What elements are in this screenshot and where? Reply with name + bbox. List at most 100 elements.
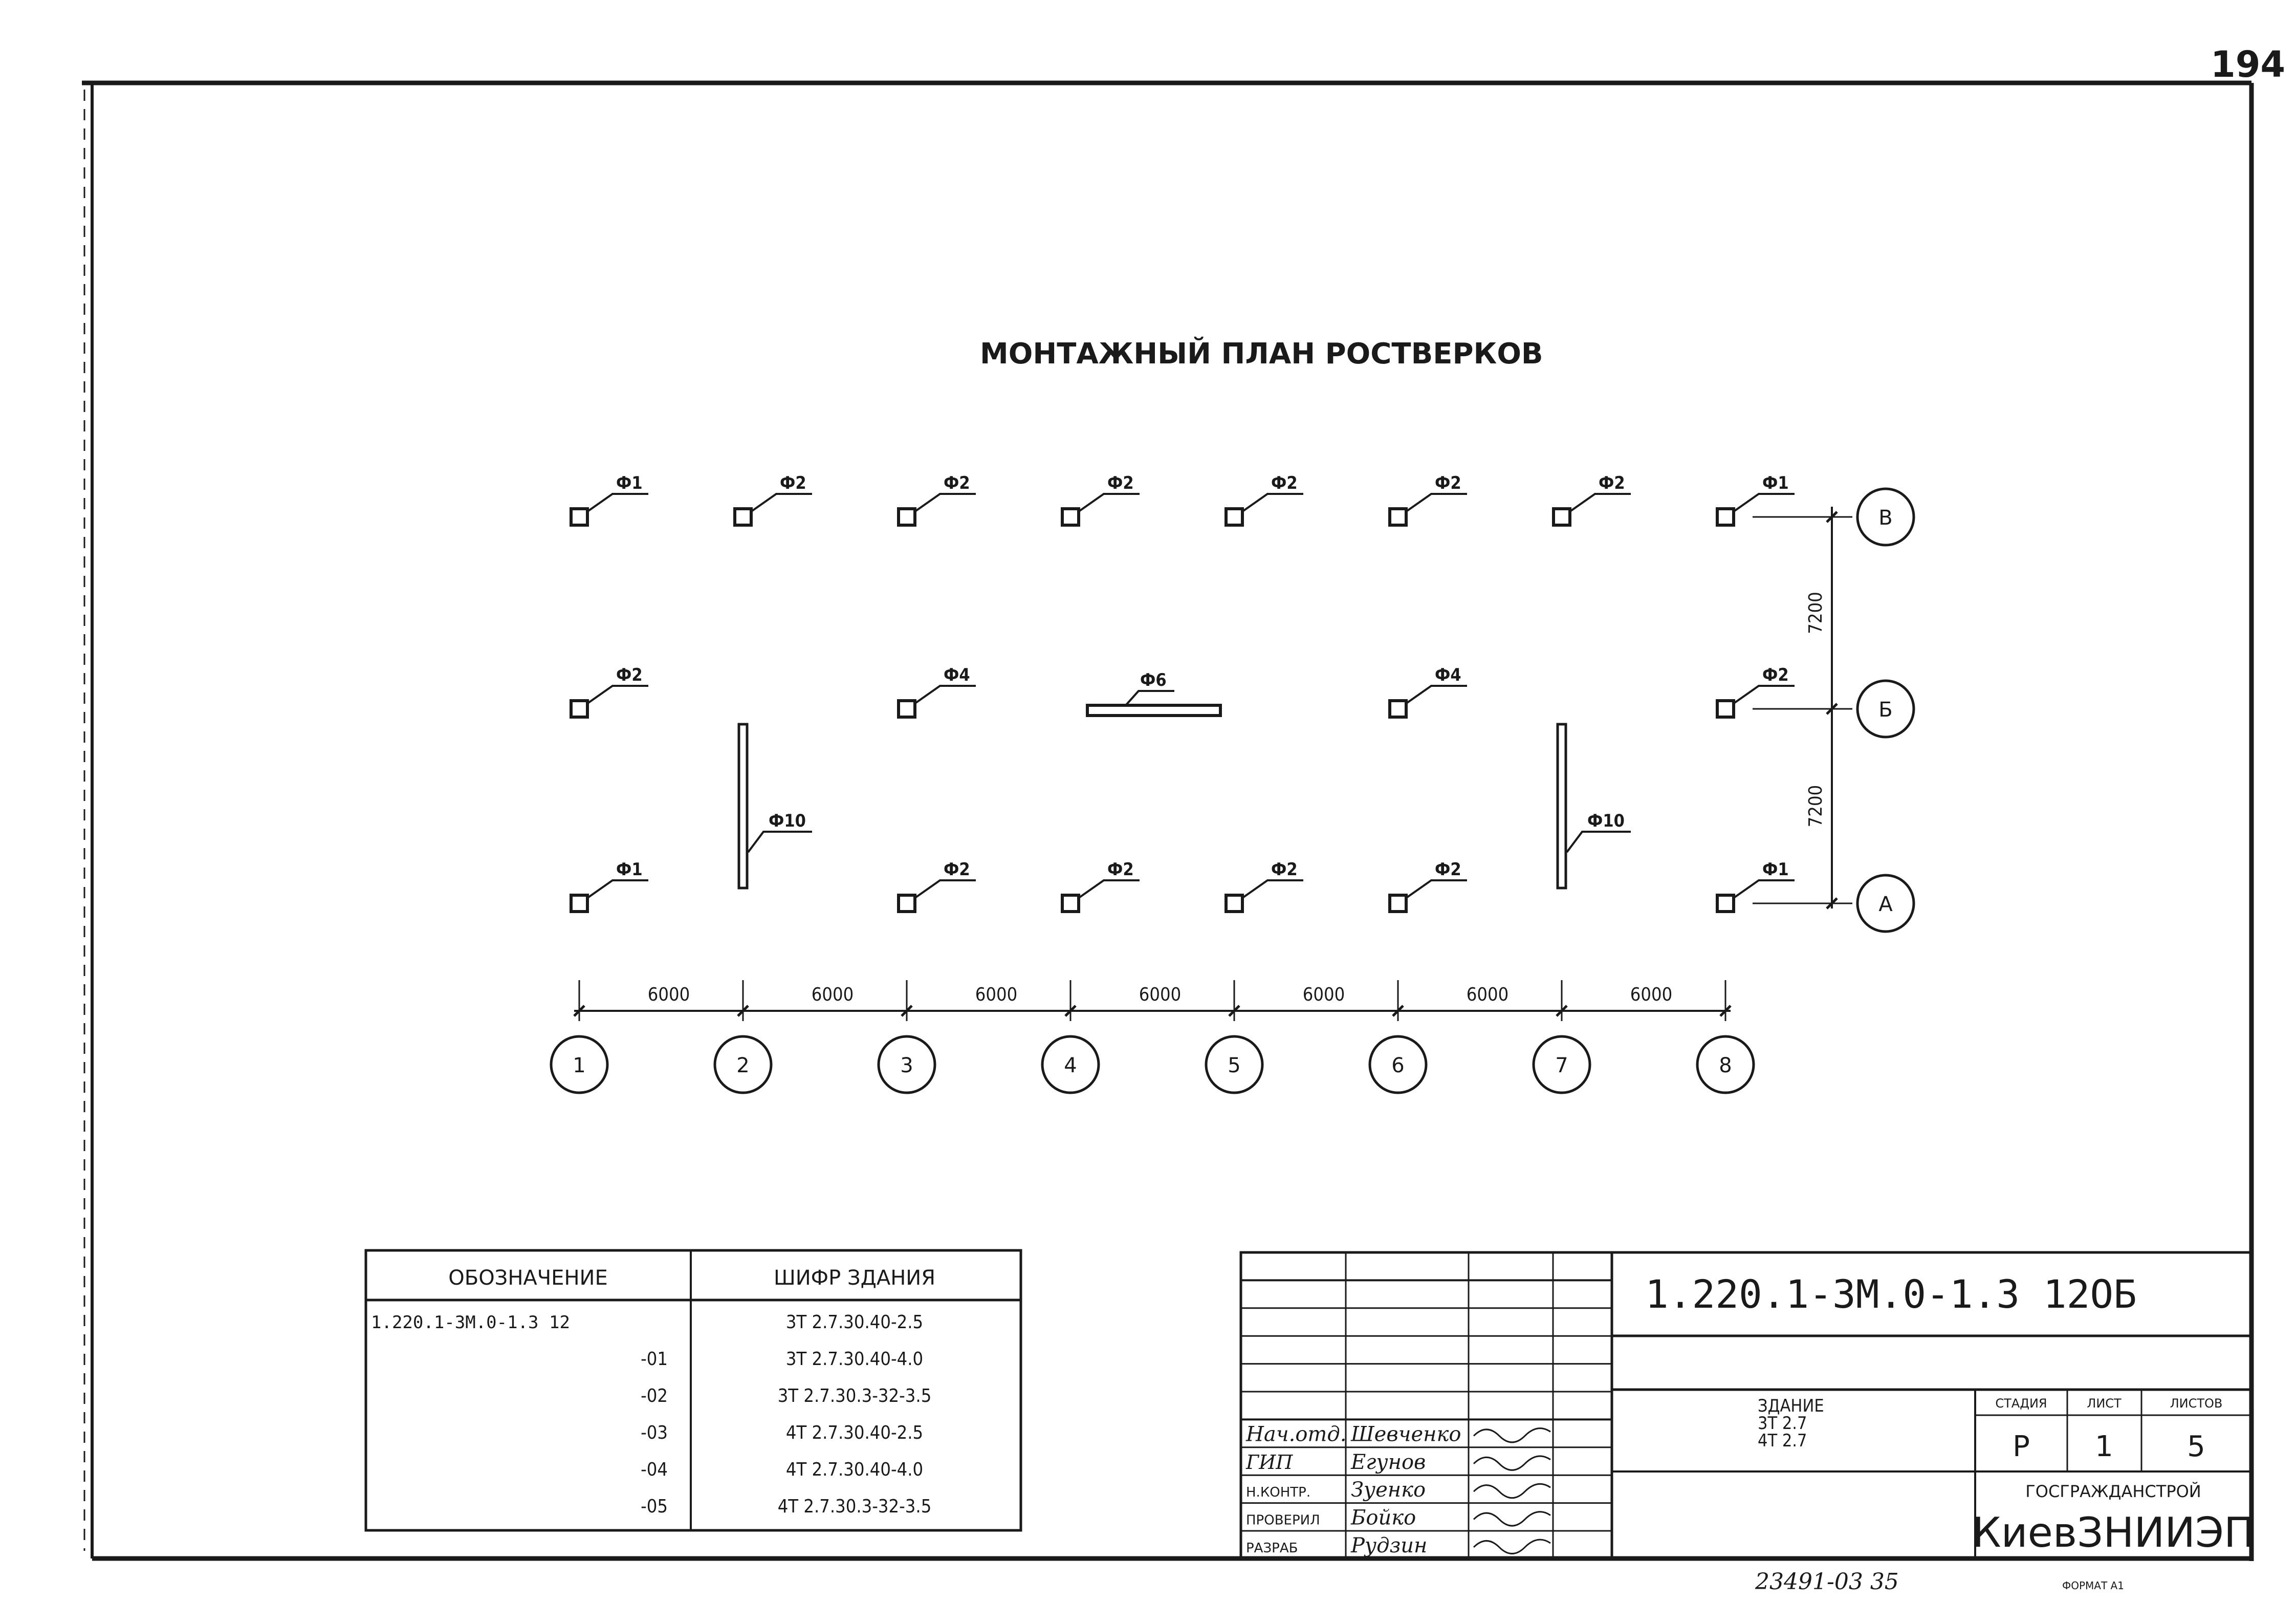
footing-bottom-4-label: Ф2 bbox=[1271, 859, 1298, 880]
footing-middle-1-label: Ф2 bbox=[616, 665, 643, 685]
dimension-tick-x-5 bbox=[1228, 1005, 1240, 1017]
signature-role-1: Нач.отд. bbox=[1245, 1422, 1346, 1446]
span-x-6: 6000 bbox=[1467, 984, 1508, 1005]
axis-label-8: 8 bbox=[1719, 1054, 1732, 1077]
footing-bottom-6-leader bbox=[1734, 879, 1795, 898]
dimension-tick-y-3 bbox=[1826, 897, 1838, 910]
axis-bubble-2 bbox=[713, 1035, 773, 1094]
signature-role-2: ГИП bbox=[1245, 1451, 1293, 1474]
handwritten-signature-1 bbox=[1473, 1427, 1551, 1443]
building-cipher-3: 3Т 2.7.30.3-32-3.5 bbox=[778, 1385, 932, 1406]
footing-middle-4-leader bbox=[1734, 685, 1795, 704]
footing-bottom-2 bbox=[897, 894, 916, 913]
span-x-3: 6000 bbox=[975, 984, 1017, 1005]
dimension-tick-x-1 bbox=[573, 1005, 585, 1017]
stage-value: Р bbox=[2013, 1430, 2030, 1463]
footing-top-3 bbox=[897, 507, 916, 527]
org-parent: ГОСГРАЖДАНСТРОЙ bbox=[2025, 1482, 2201, 1501]
axis-label-5: 5 bbox=[1228, 1054, 1240, 1077]
axis-label-7: 7 bbox=[1555, 1054, 1568, 1077]
footing-top-6-leader bbox=[1406, 493, 1467, 512]
axis-bubble-В bbox=[1856, 487, 1915, 547]
footing-top-7-leader bbox=[1570, 493, 1631, 512]
designation-rows: 1.220.1-3М.0-1.3 12 3Т 2.7.30.40-2.5 -01 3Т… bbox=[371, 1312, 931, 1517]
footing-bottom-5 bbox=[1388, 894, 1408, 913]
signature-name-1: Шевченко bbox=[1350, 1422, 1461, 1446]
axis-bubble-7 bbox=[1532, 1035, 1591, 1094]
designation-code-6: -05 bbox=[641, 1496, 668, 1517]
sheets-value: 5 bbox=[2187, 1430, 2205, 1463]
footing-bottom-1-label: Ф1 bbox=[616, 859, 643, 880]
org-name: КиевЗНИИЭП bbox=[1972, 1509, 2255, 1556]
footing-middle-4 bbox=[1716, 699, 1735, 719]
building-title: ЗДАНИЕ bbox=[1758, 1396, 1824, 1416]
stage-header: СТАДИЯ bbox=[1995, 1396, 2047, 1411]
designation-code-4: -03 bbox=[641, 1422, 668, 1443]
dimension-tick-x-2 bbox=[737, 1005, 749, 1017]
building-cipher-1: 3Т 2.7.30.40-2.5 bbox=[786, 1312, 923, 1333]
span-x-1: 6000 bbox=[648, 984, 690, 1005]
grade-beam-f6 bbox=[1086, 704, 1222, 717]
axis-label-3: 3 bbox=[900, 1054, 913, 1077]
footer-archive-number: 23491-03 35 bbox=[1755, 1569, 1899, 1595]
axis-bubble-1 bbox=[550, 1035, 609, 1094]
span-x-4: 6000 bbox=[1139, 984, 1181, 1005]
footing-middle-4-label: Ф2 bbox=[1762, 665, 1789, 685]
footing-bottom-2-leader bbox=[915, 879, 976, 898]
axis-label-4: 4 bbox=[1064, 1054, 1077, 1077]
corner-sheet-number: 194 bbox=[2211, 44, 2285, 85]
axis-bubble-4 bbox=[1041, 1035, 1100, 1094]
footing-top-5-leader bbox=[1242, 493, 1303, 512]
footing-top-2-leader bbox=[751, 493, 812, 512]
signature-name-2: Егунов bbox=[1350, 1451, 1426, 1474]
axis-label-1: 1 bbox=[573, 1054, 585, 1077]
drawing-title: МОНТАЖНЫЙ ПЛАН РОСТВЕРКОВ bbox=[980, 337, 1543, 371]
footing-top-3-label: Ф2 bbox=[944, 473, 970, 493]
wall-footing-1-leader bbox=[747, 831, 812, 853]
dimension-tick-y-2 bbox=[1826, 703, 1838, 715]
footing-middle-1-leader bbox=[587, 685, 648, 704]
grade-beam-f6-label: Ф6 bbox=[1140, 670, 1167, 690]
signature-name-5: Рудзин bbox=[1350, 1534, 1427, 1557]
footing-top-5-label: Ф2 bbox=[1271, 473, 1298, 493]
footing-top-8 bbox=[1716, 507, 1735, 527]
footing-top-8-label: Ф1 bbox=[1762, 473, 1789, 493]
footing-top-2-label: Ф2 bbox=[780, 473, 806, 493]
footing-bottom-3 bbox=[1061, 894, 1080, 913]
signature-role-4: ПРОВЕРИЛ bbox=[1246, 1513, 1320, 1528]
footing-middle-3-label: Ф4 bbox=[1435, 665, 1461, 685]
footing-bottom-6 bbox=[1716, 894, 1735, 913]
footing-bottom-5-leader bbox=[1406, 879, 1467, 898]
footing-top-2 bbox=[733, 507, 753, 527]
grade-beam-f6-leader bbox=[1125, 690, 1174, 706]
footer-format: ФОРМАТ А1 bbox=[2062, 1579, 2124, 1592]
handwritten-signature-5 bbox=[1473, 1539, 1551, 1554]
span-y-2: 7200 bbox=[1805, 785, 1826, 827]
dimension-tick-x-7 bbox=[1556, 1005, 1568, 1017]
footing-bottom-4 bbox=[1224, 894, 1244, 913]
footing-top-7 bbox=[1552, 507, 1571, 527]
footing-top-1-leader bbox=[587, 493, 648, 512]
handwritten-signature-2 bbox=[1473, 1455, 1551, 1471]
designation-code-2: -01 bbox=[641, 1349, 668, 1370]
axis-bubble-6 bbox=[1368, 1035, 1428, 1094]
axis-label-row-3: А bbox=[1878, 893, 1893, 916]
designation-code-1: 1.220.1-3М.0-1.3 12 bbox=[371, 1312, 570, 1333]
sheets-header: ЛИСТОВ bbox=[2170, 1396, 2223, 1411]
footing-middle-1 bbox=[570, 699, 589, 719]
axis-bubble-А bbox=[1856, 874, 1915, 933]
span-x-2: 6000 bbox=[812, 984, 854, 1005]
footing-top-4-leader bbox=[1079, 493, 1140, 512]
footing-middle-2-label: Ф4 bbox=[944, 665, 970, 685]
span-y-1: 7200 bbox=[1805, 592, 1826, 634]
footing-bottom-1-leader bbox=[587, 879, 648, 898]
axis-label-row-2: Б bbox=[1878, 698, 1892, 722]
footing-middle-3 bbox=[1388, 699, 1408, 719]
document-code: 1.220.1-3М.0-1.3 12ОБ bbox=[1645, 1271, 2137, 1317]
footing-middle-2 bbox=[897, 699, 916, 719]
wall-footing-1-label: Ф10 bbox=[769, 811, 806, 831]
designation-code-3: -02 bbox=[641, 1385, 668, 1406]
